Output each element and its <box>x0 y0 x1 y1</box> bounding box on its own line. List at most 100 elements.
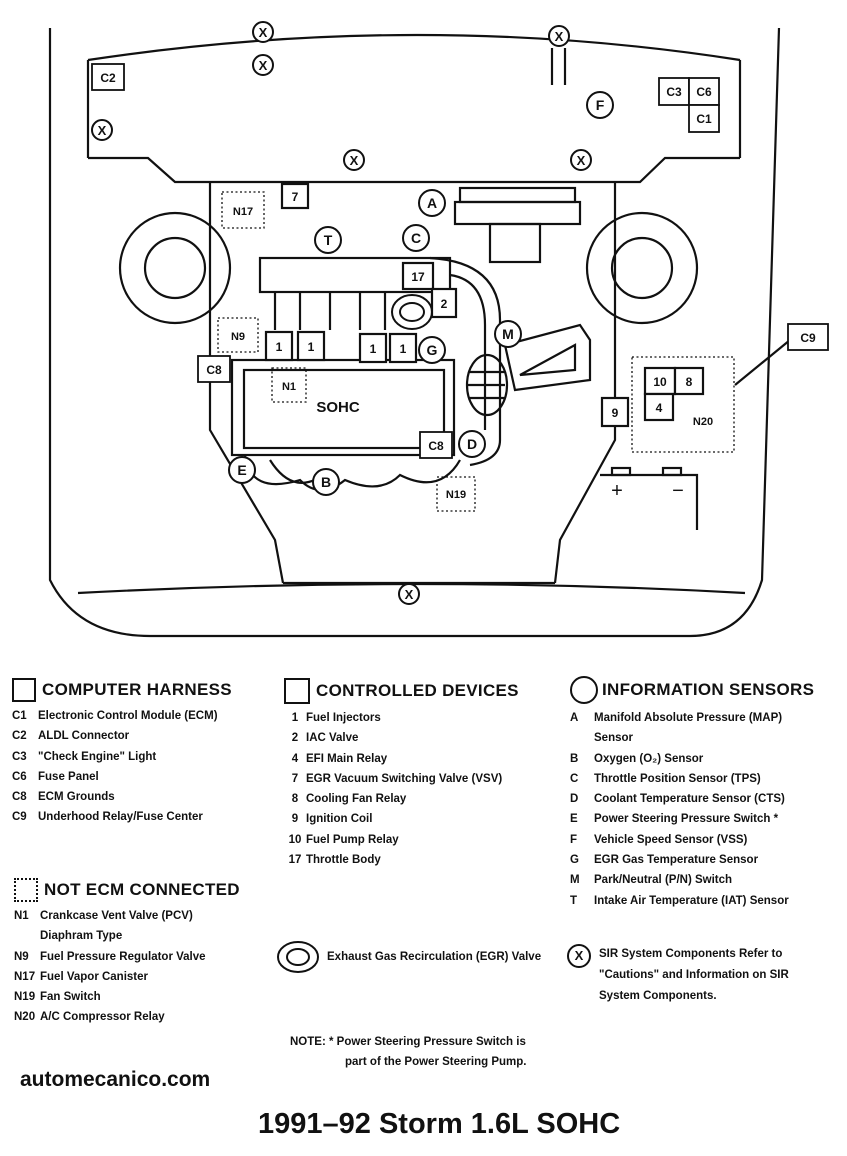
legend-description: Manifold Absolute Pressure (MAP) <box>594 712 783 724</box>
legend-row: A Manifold Absolute Pressure (MAP) <box>570 708 840 728</box>
not-ecm-n9-label: N9 <box>231 331 245 343</box>
sensor-t-label: T <box>324 232 333 248</box>
sir-line-1: SIR System Components Refer to <box>599 948 783 960</box>
legend-code: F <box>570 833 578 846</box>
legend-code: T <box>570 894 578 907</box>
legend-description: EGR Gas Temperature Sensor <box>594 854 759 867</box>
legend-description: ALDL Connector <box>38 730 130 743</box>
legend-code: N20 <box>14 1011 36 1024</box>
page-title: 1991–92 Storm 1.6L SOHC <box>258 1108 621 1140</box>
legend-description: "Check Engine" Light <box>38 750 157 763</box>
svg-text:X: X <box>259 58 268 73</box>
device-7-label: 7 <box>292 190 299 204</box>
legend-row: 17 Throttle Body <box>284 850 564 870</box>
sensor-f-label: F <box>596 97 605 113</box>
sensor-t: T <box>314 226 342 254</box>
legend-egr-valve: Exhaust Gas Recirculation (EGR) Valve <box>275 940 541 974</box>
egr-valve <box>391 294 433 330</box>
svg-text:X: X <box>259 25 268 40</box>
connector-c6: C6 <box>688 77 720 106</box>
device-4: 4 <box>643 392 675 422</box>
sir-line-3: System Components. <box>599 990 717 1002</box>
device-2-label: 2 <box>441 297 448 311</box>
legend-description: Underhood Relay/Fuse Center <box>38 811 203 824</box>
legend-row: Sensor <box>570 728 840 748</box>
computer-harness-symbol <box>12 678 36 702</box>
device-9: 9 <box>600 396 630 428</box>
sir-marker-4: X <box>91 119 113 141</box>
legend-description: Electronic Control Module (ECM) <box>38 710 218 722</box>
legend-description: Fuel Pump Relay <box>306 833 399 846</box>
legend-row: Diaphram Type <box>14 926 274 946</box>
device-17: 17 <box>401 261 435 291</box>
note-line-2: part of the Power Steering Pump. <box>345 1056 527 1068</box>
legend-code: N19 <box>14 991 36 1004</box>
sensor-c: C <box>402 224 430 252</box>
legend-code: 4 <box>291 752 299 765</box>
legend-code <box>14 926 40 946</box>
battery <box>600 473 699 530</box>
air-intake-duct <box>429 256 502 467</box>
sensor-f: F <box>586 91 614 119</box>
footnote: NOTE: * Power Steering Pressure Switch i… <box>290 1032 526 1072</box>
legend-code: M <box>570 874 580 887</box>
not-ecm-connected-symbol <box>14 878 38 902</box>
connector-c1: C1 <box>688 104 720 133</box>
legend-code: C3 <box>12 750 27 763</box>
legend-description: IAC Valve <box>306 732 359 745</box>
device-1-a-label: 1 <box>276 340 283 354</box>
sensor-b-label: B <box>321 474 331 490</box>
not-ecm-n20-label: N20 <box>693 416 713 428</box>
legend-description: Sensor <box>594 732 633 745</box>
legend-code: 8 <box>291 793 299 806</box>
connector-c1-label: C1 <box>696 112 712 126</box>
device-10-label: 10 <box>653 375 667 389</box>
legend-code: A <box>570 712 579 724</box>
legend-description: Intake Air Temperature (IAT) Sensor <box>594 894 789 907</box>
legend-code: E <box>570 813 578 826</box>
device-1-c-label: 1 <box>370 342 377 356</box>
alternator <box>465 353 509 417</box>
legend-description: Park/Neutral (P/N) Switch <box>594 874 733 887</box>
device-10: 10 <box>643 366 677 396</box>
not-ecm-area-n20 <box>631 356 735 453</box>
device-9-label: 9 <box>612 406 619 420</box>
controlled-devices-title: CONTROLLED DEVICES <box>316 681 519 700</box>
controlled-devices-symbol <box>284 678 310 704</box>
legend-description: Coolant Temperature Sensor (CTS) <box>594 793 785 806</box>
legend-description: Throttle Body <box>306 854 381 867</box>
legend-description: Vehicle Speed Sensor (VSS) <box>594 833 748 846</box>
sir-marker-3: X <box>548 25 570 47</box>
not-ecm-n1-label: N1 <box>282 381 296 393</box>
sensor-a: A <box>418 189 446 217</box>
legend-code: 17 <box>288 854 302 867</box>
connector-c9: C9 <box>787 323 829 351</box>
legend-description: Ignition Coil <box>306 813 373 826</box>
computer-harness-title: COMPUTER HARNESS <box>42 680 232 699</box>
frame-right <box>553 182 617 584</box>
sensor-g-label: G <box>427 342 438 358</box>
brake-booster <box>458 186 577 204</box>
note-line-1: * Power Steering Pressure Switch is <box>328 1036 526 1048</box>
sir-x-icon: X <box>567 944 591 968</box>
sensor-m: M <box>494 320 522 348</box>
device-17-label: 17 <box>411 270 425 284</box>
engine-component-locator-diagram: C2 C3 C6 C1 C9 C8 C8 7 17 2 1 1 1 1 10 8… <box>48 21 829 638</box>
sensor-e-label: E <box>237 462 246 478</box>
device-4-label: 4 <box>656 401 663 415</box>
legend-description: Fuse Panel <box>38 770 99 783</box>
